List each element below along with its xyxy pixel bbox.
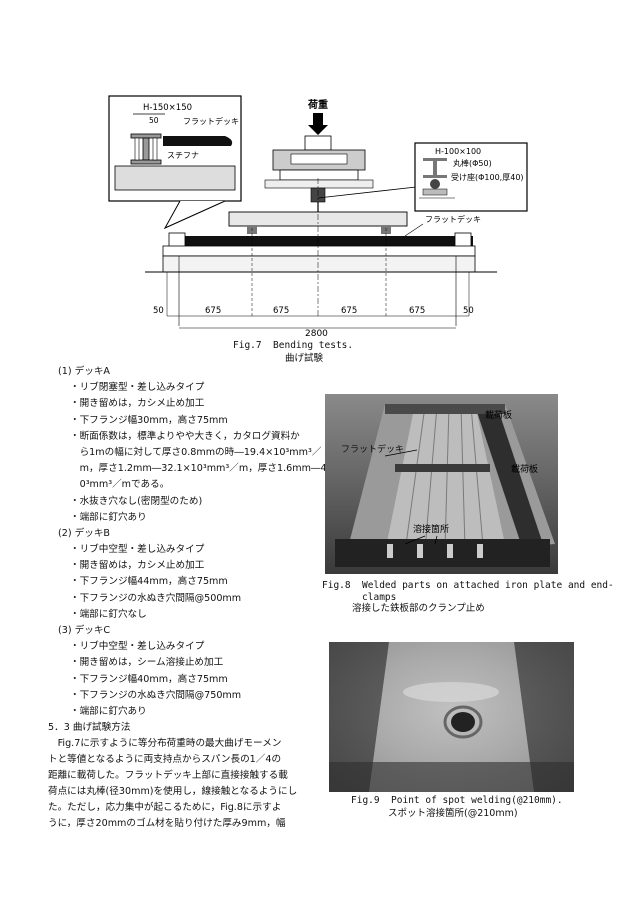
span-5: 50 <box>463 306 474 316</box>
load-label: 荷重 <box>307 98 328 111</box>
fig8-label-flat: フラットデッキ <box>341 445 405 455</box>
fig9-caption-jp: スポット溶接箇所(@210mm) <box>388 808 518 819</box>
list-item: ・断面係数は，標準よりやや大きく，カタログ資料か <box>70 430 300 442</box>
fig9-photo <box>329 642 574 792</box>
deck-spec-list: (1) デッキA ・リブ閉塞型・差し込みタイプ ・開き留めは，カシメ止め加工 ・… <box>48 364 356 720</box>
list-item: ・開き留めは，カシメ止め加工 <box>70 398 205 410</box>
callout-right-title: H-100×100 <box>435 147 481 156</box>
span-3: 675 <box>341 306 357 316</box>
list-item: ・端部に釘穴あり <box>70 511 147 523</box>
fig8-label-plate1: 載荷板 <box>485 411 513 421</box>
list-item: ・下フランジの水ぬき穴間隔@500mm <box>70 592 242 604</box>
body-line: 荷点には丸棒(径30mm)を使用し，線接触となるようにし <box>48 786 298 797</box>
callout-left-flat: フラットデッキ <box>183 116 239 126</box>
flat-deck-label: フラットデッキ <box>425 214 481 224</box>
fig8-caption-en-1: Fig.8 Welded parts on attached iron plat… <box>322 580 614 591</box>
list-item: ・下フランジ幅44mm，高さ75mm <box>70 576 228 588</box>
list-item: ・下フランジ幅30mm，高さ75mm <box>70 414 228 426</box>
span-1: 675 <box>205 306 221 316</box>
body-line: うに，厚さ20mmのゴム材を貼り付けた厚み9mm，幅 <box>48 818 286 829</box>
body-line: トと等値となるように両支持点からスパン長の1／4の <box>48 754 282 765</box>
span-0: 50 <box>153 306 164 316</box>
list-item: ・リブ閉塞型・差し込みタイプ <box>70 382 205 394</box>
list-item: 0³mm³／mである。 <box>70 479 170 491</box>
callout-left-title: H-150×150 <box>143 103 192 113</box>
list-item: m，厚さ1.2mm―32.1×10³mm³／m，厚さ1.6mm―43.8×1 <box>70 463 357 475</box>
section-heading: 5．3 曲げ試験方法 <box>48 722 131 733</box>
fig9-caption-en: Fig.9 Point of spot welding(@210mm). <box>351 795 563 806</box>
deck-b-heading: (2) デッキB <box>58 527 111 539</box>
fig8-label-plate2: 載荷板 <box>511 465 539 475</box>
fig8-caption-en-2: clamps <box>322 592 397 603</box>
callout-left-stiff: スチフナ <box>167 151 199 160</box>
fig7-caption-jp: 曲げ試験 <box>285 353 324 364</box>
list-item: ・下フランジの水ぬき穴間隔@750mm <box>70 689 242 701</box>
fig8-photo: フラットデッキ 載荷板 載荷板 溶接箇所 <box>325 394 558 574</box>
list-item: ・水抜き穴なし(密閉型のため) <box>70 495 203 507</box>
list-item: ・端部に釘穴あり <box>70 705 147 717</box>
list-item: ・リブ中空型・差し込みタイプ <box>70 544 205 556</box>
list-item: ・リブ中空型・差し込みタイプ <box>70 641 205 653</box>
fig7-bending-test-diagram: H-150×150 50 フラットデッキ スチフナ 荷重 フラットデッキ 50 <box>108 95 528 338</box>
list-item: ・開き留めは，カシメ止め加工 <box>70 560 205 572</box>
callout-left-dim: 50 <box>149 116 159 125</box>
deck-c-heading: (3) デッキC <box>58 625 111 636</box>
list-item: ・開き留めは，シーム溶接止め加工 <box>70 657 224 669</box>
fig7-caption-en: Fig.7 Bending tests. <box>233 340 354 351</box>
span-total: 2800 <box>305 329 328 338</box>
body-line: た。ただし，応力集中が起こるために，Fig.8に示すよ <box>48 802 282 813</box>
list-item: ・端部に釘穴なし <box>70 608 147 620</box>
list-item: ・下フランジ幅40mm，高さ75mm <box>70 673 228 685</box>
body-line: Fig.7に示すように等分布荷重時の最大曲げモーメン <box>48 738 282 749</box>
callout-right-seat: 受け座(Φ100,厚40) <box>451 172 524 182</box>
deck-a-heading: (1) デッキA <box>58 366 110 377</box>
list-item: ら1mの幅に対して厚さ0.8mmの時―19.4×10³mm³／ <box>70 446 322 458</box>
span-2: 675 <box>273 306 289 316</box>
span-4: 675 <box>409 306 425 316</box>
callout-right-bar: 丸棒(Φ50) <box>453 158 492 168</box>
body-line: 距離に載荷した。フラットデッキ上部に直接接触する載 <box>48 770 288 781</box>
fig8-caption-jp: 溶接した鉄板部のクランプ止め <box>352 603 485 614</box>
fig8-label-weld: 溶接箇所 <box>413 525 450 535</box>
